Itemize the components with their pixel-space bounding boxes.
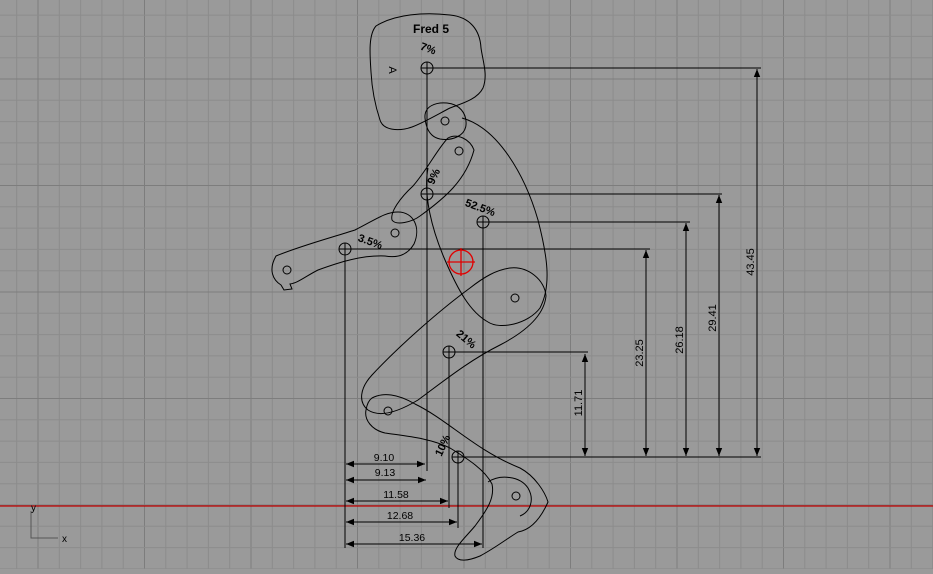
ankle-joint — [511, 491, 521, 501]
dimension-h-1: 9.10 — [374, 452, 395, 464]
y-axis-label: y — [31, 503, 36, 514]
foot-outline — [487, 476, 532, 517]
head-mass-marker — [420, 61, 434, 75]
center-of-gravity-marker — [447, 248, 475, 276]
dimension-v-1: 11.71 — [573, 390, 585, 417]
head-percent-label: 7% — [419, 41, 438, 58]
neck-outline — [424, 102, 467, 140]
dimension-h-4: 12.68 — [387, 510, 413, 522]
horizontal-dimensions: 9.10 9.13 11.58 12.68 15.36 — [346, 452, 482, 548]
dimension-h-3: 11.58 — [383, 489, 409, 501]
trunk-mass-marker — [476, 215, 490, 229]
torso-mass-marker — [420, 187, 434, 201]
dimension-v-5: 43.45 — [745, 248, 757, 276]
knee-joint — [383, 406, 393, 416]
shin-percent-label: 10% — [433, 433, 453, 458]
thigh-outline — [361, 267, 547, 415]
dimension-h-2: 9.13 — [375, 467, 396, 479]
dimension-v-2: 23.25 — [634, 339, 646, 367]
arm-outline — [271, 211, 418, 291]
shin-mass-marker — [451, 450, 465, 464]
thigh-percent-label: 21% — [454, 328, 479, 351]
extension-lines — [344, 67, 761, 548]
figure-title: Fred 5 — [413, 22, 449, 36]
head-outline — [369, 13, 486, 131]
hip-joint — [510, 293, 520, 303]
shoulder-joint — [390, 228, 400, 238]
x-axis-label: x — [62, 534, 67, 545]
thigh-mass-marker — [442, 345, 456, 359]
vertical-dimensions: 11.71 23.25 26.18 29.41 43.45 — [573, 69, 761, 456]
dimension-v-4: 29.41 — [707, 304, 719, 332]
arm-mass-marker — [338, 242, 352, 256]
dimension-v-3: 26.18 — [674, 326, 686, 354]
mass-markers — [338, 61, 490, 464]
neck-joint — [440, 116, 450, 126]
dimension-h-5: 15.36 — [399, 532, 425, 544]
chest-joint — [454, 146, 464, 156]
hand-joint — [282, 265, 292, 275]
axis-indicator: y x — [30, 503, 67, 545]
head-marker-letter: A — [386, 66, 398, 74]
torso-outline — [391, 135, 475, 224]
trunk-percent-label: 52.5% — [463, 197, 497, 219]
